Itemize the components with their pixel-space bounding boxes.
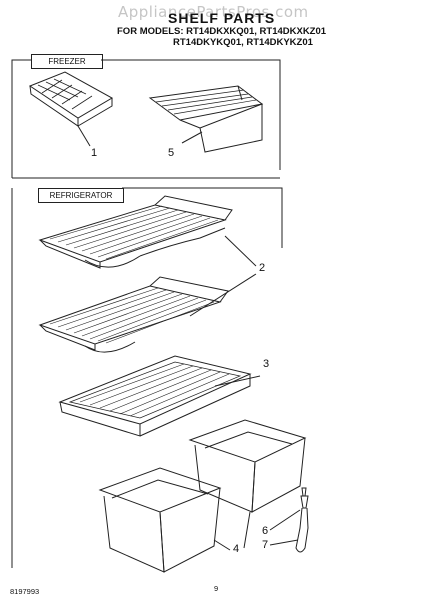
models-line-1: FOR MODELS: RT14DKXKQ01, RT14DKXKZ01	[117, 26, 326, 37]
crisper-pan-left	[98, 467, 231, 573]
models-list-1: RT14DKXKQ01, RT14DKXKZ01	[186, 26, 327, 37]
page-title: SHELF PARTS	[168, 10, 276, 26]
callout-2: 2	[259, 262, 266, 274]
refrigerator-frame-right	[122, 187, 283, 248]
crisper-cover	[58, 355, 261, 437]
wire-shelf-upper	[38, 195, 257, 269]
callout-5: 5	[168, 147, 175, 159]
callout-6: 6	[262, 525, 269, 537]
for-models-label: FOR MODELS:	[117, 26, 184, 37]
ice-tray	[28, 71, 114, 147]
callout-3: 3	[263, 358, 270, 370]
watermark: AppliancePartsPros.com	[118, 3, 309, 21]
light-bulb	[269, 487, 309, 553]
callout-7: 7	[262, 539, 269, 551]
callout-1: 1	[91, 147, 98, 159]
freezer-frame-right	[101, 59, 281, 170]
freezer-section-label: FREEZER	[31, 54, 103, 69]
callout-4: 4	[233, 543, 240, 555]
wire-shelf-lower	[38, 273, 257, 353]
page-number: 9	[214, 584, 219, 593]
refrigerator-section-label: REFRIGERATOR	[38, 188, 124, 203]
freezer-frame	[11, 59, 31, 178]
crisper-pan-right	[188, 419, 307, 549]
document-number: 8197993	[10, 587, 40, 596]
models-list-2: RT14DKYKQ01, RT14DKYKZ01	[173, 37, 313, 48]
freezer-shelf	[148, 85, 264, 153]
